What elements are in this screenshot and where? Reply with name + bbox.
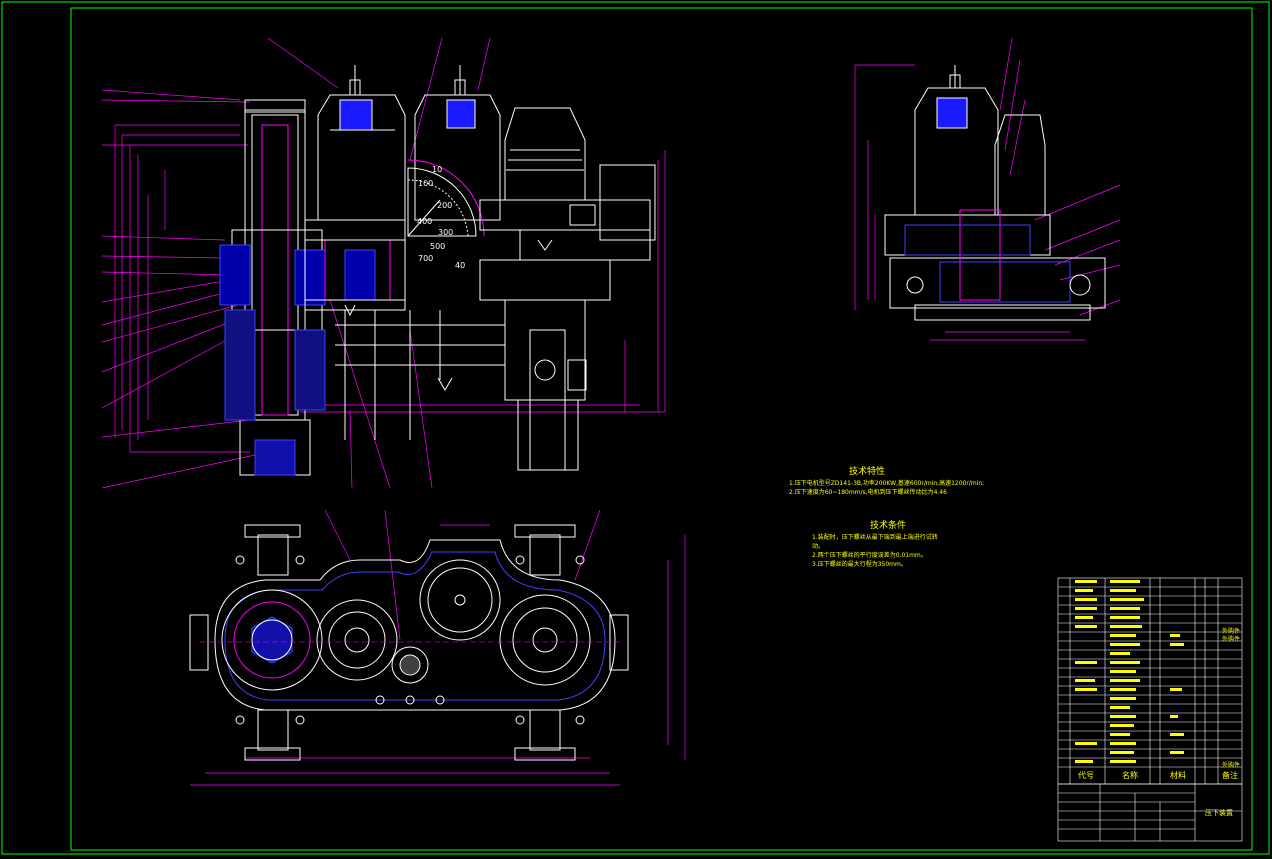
bom-header-code: 代号 <box>1078 771 1094 780</box>
svg-text:40: 40 <box>455 261 465 270</box>
spec-line-2: 2.压下速度为60~180mm/s,电机到压下螺丝传动比为4.46 <box>789 489 947 496</box>
side-view <box>854 37 1121 341</box>
indicator-dial <box>407 167 477 237</box>
bom-entries <box>1075 580 1184 763</box>
svg-text:700: 700 <box>418 254 433 263</box>
title-block-drawing-name: 压下装置 <box>1205 809 1233 817</box>
bom-header-name: 名称 <box>1122 771 1138 780</box>
bom-outsourced-1: 外购件 <box>1222 628 1241 635</box>
technical-specification: 技术特性 1.压下电机型号ZD141-3B,功率200KW,基速600r/min… <box>789 464 984 497</box>
requirement-line-1: 1.装配时，压下螺丝从最下端到最上端进行试转 <box>812 534 938 541</box>
front-view <box>101 37 666 489</box>
requirements-title: 技术条件 <box>870 521 907 531</box>
technical-requirements: 技术条件 1.装配时，压下螺丝从最下端到最上端进行试转 动。 2.两个压下螺丝的… <box>812 518 938 569</box>
svg-text:200: 200 <box>437 201 452 210</box>
svg-text:500: 500 <box>430 242 445 251</box>
requirement-line-4: 3.压下螺丝的最大行程为350mm。 <box>812 561 907 568</box>
requirement-line-2: 动。 <box>812 543 825 550</box>
svg-text:300: 300 <box>438 228 453 237</box>
svg-text:100: 100 <box>418 179 433 188</box>
inner-frame <box>70 7 1253 851</box>
requirement-line-3: 2.两个压下螺丝的平行度误差为0.01mm。 <box>812 552 927 559</box>
bom-outsourced-2: 外购件 <box>1222 636 1241 643</box>
svg-text:400: 400 <box>417 217 432 226</box>
bom-outsourced-3: 外购件 <box>1222 762 1241 769</box>
svg-text:10: 10 <box>432 165 442 174</box>
spec-title: 技术特性 <box>849 467 886 477</box>
bom-header-remark: 备注 <box>1222 771 1238 780</box>
bom-table <box>1057 577 1243 842</box>
spec-line-1: 1.压下电机型号ZD141-3B,功率200KW,基速600r/min,高速12… <box>789 480 985 487</box>
plan-view <box>189 509 686 786</box>
bom-rows <box>1058 586 1242 768</box>
dial-labels: 10 100 200 300 400 500 700 40 <box>417 165 465 270</box>
bom-header-material: 材料 <box>1170 771 1186 780</box>
